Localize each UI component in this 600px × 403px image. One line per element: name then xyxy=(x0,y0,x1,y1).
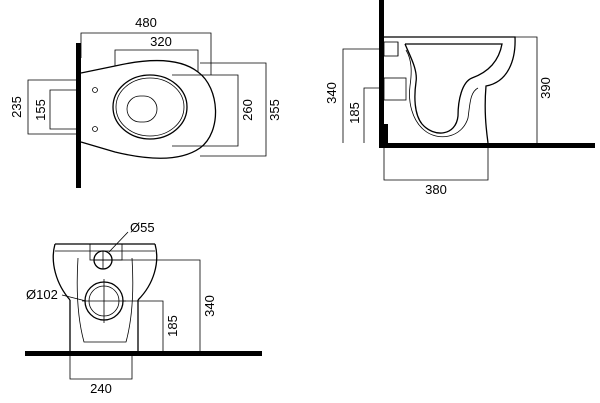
dim-line-side-390 xyxy=(515,36,538,143)
dim-line-front-240 xyxy=(69,356,133,380)
top-bowl-outlet xyxy=(126,95,158,123)
dim-line-260 xyxy=(172,74,239,147)
dim-line-480 xyxy=(80,32,212,75)
dim-bowl-width: 320 xyxy=(150,34,172,49)
dim-side-total-height: 390 xyxy=(538,77,553,99)
side-wall xyxy=(379,0,384,148)
dim-inlet-diameter: Ø55 xyxy=(130,220,155,235)
dim-side-projection: 380 xyxy=(425,182,447,197)
front-view: Ø55 Ø102 340 185 240 xyxy=(25,220,262,396)
top-body-outline xyxy=(80,59,217,159)
dim-total-depth: 355 xyxy=(267,99,282,121)
dim-line-235 xyxy=(27,79,81,135)
dim-total-width: 480 xyxy=(135,15,157,30)
dim-outlet-diameter: Ø102 xyxy=(26,287,58,302)
dim-line-front-185 xyxy=(123,300,164,351)
side-bowl-inner xyxy=(404,43,503,134)
side-floor xyxy=(379,143,595,148)
front-pedestal-inner xyxy=(76,257,134,343)
dim-line-front-340 xyxy=(112,259,201,351)
side-base-fixing xyxy=(384,124,388,143)
dim-front-base-width: 240 xyxy=(90,381,112,396)
front-pedestal xyxy=(69,300,139,351)
dim-line-side-380 xyxy=(383,148,489,181)
top-bowl-rim xyxy=(112,74,188,140)
dim-side-inlet-height: 340 xyxy=(324,82,339,104)
dim-bowl-depth: 260 xyxy=(240,99,255,121)
dim-line-side-185 xyxy=(363,87,384,143)
side-inlet-connector xyxy=(383,41,399,57)
top-fixing-hole-lower xyxy=(92,126,98,132)
dim-front-inlet-height: 340 xyxy=(202,295,217,317)
dim-side-outlet-height: 185 xyxy=(347,102,362,124)
side-outlet-connector xyxy=(383,77,407,101)
dim-wall-height: 235 xyxy=(9,96,24,118)
front-bowl-right xyxy=(137,243,158,301)
top-view: 480 320 235 155 260 355 xyxy=(9,15,282,188)
front-floor xyxy=(25,351,262,356)
dim-line-side-340 xyxy=(342,48,384,143)
dim-line-355 xyxy=(200,62,267,157)
side-bowl-outer xyxy=(384,36,516,144)
side-trap-detail xyxy=(405,49,479,138)
top-fixing-hole-upper xyxy=(92,87,98,93)
top-wall xyxy=(76,43,81,188)
dim-front-outlet-height: 185 xyxy=(165,315,180,337)
dim-leader-inlet-diameter xyxy=(108,231,129,253)
top-bowl-inner-rim xyxy=(115,77,185,137)
dim-fixing-spacing: 155 xyxy=(33,99,48,121)
dim-line-155 xyxy=(49,89,81,130)
dim-leader-outlet-diameter xyxy=(61,294,87,302)
dim-line-320 xyxy=(114,49,199,72)
side-view: 340 185 390 380 xyxy=(324,0,595,197)
